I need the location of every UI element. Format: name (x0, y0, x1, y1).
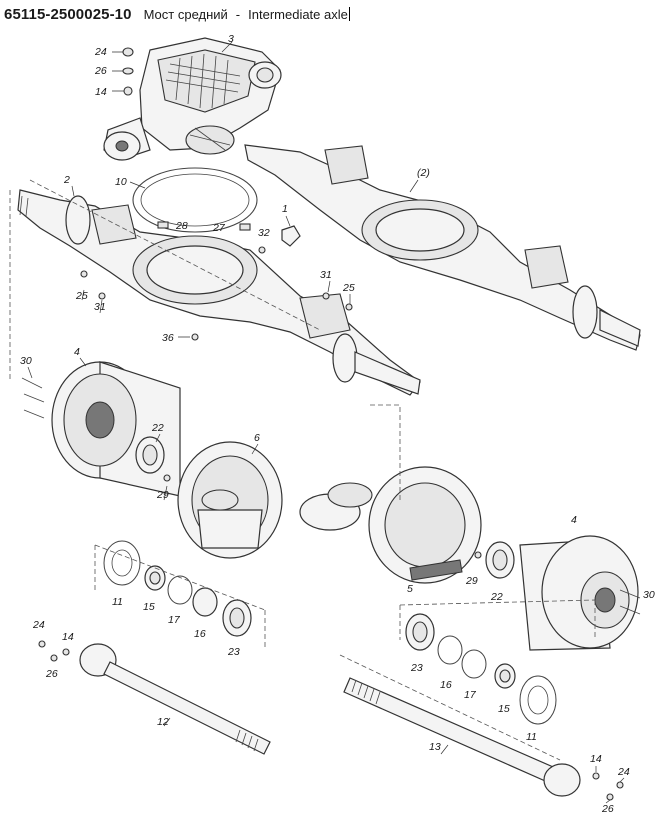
callout-31: 31 (320, 269, 332, 281)
callout-30-left: 30 (20, 355, 32, 367)
callout-17-left: 17 (168, 614, 181, 626)
bearing-22-left (135, 436, 165, 474)
callout-labels: 24 26 14 3 10 2 28 27 1 32 (2) 31 25 25 … (20, 33, 655, 815)
callout-27: 27 (212, 222, 226, 234)
callout-15-left: 15 (143, 601, 155, 613)
axle-housing-2-rear (244, 144, 641, 351)
callout-1: 1 (282, 203, 288, 215)
callout-12: 12 (157, 716, 169, 728)
brake-assembly-6 (163, 441, 283, 559)
callout-10: 10 (115, 176, 127, 188)
callout-14: 14 (95, 86, 107, 98)
callout-26-right: 26 (601, 803, 614, 815)
callout-36: 36 (162, 332, 174, 344)
callout-26-left: 26 (45, 668, 58, 680)
callout-16-left: 16 (194, 628, 206, 640)
callout-24-right: 24 (617, 766, 630, 778)
callout-30-right: 30 (643, 589, 655, 601)
callout-31-left: 31 (94, 301, 106, 313)
left-bearing-set (94, 540, 266, 650)
brake-assembly-5 (299, 466, 482, 584)
text-cursor (348, 7, 350, 21)
callout-17-right: 17 (464, 689, 477, 701)
callout-3: 3 (228, 33, 234, 45)
gasket-10 (129, 167, 258, 233)
fasteners-top (112, 41, 233, 96)
callout-14-left: 14 (62, 631, 74, 643)
callout-11-left: 11 (112, 596, 123, 608)
callout-leaders (27, 179, 625, 804)
callout-25: 25 (342, 282, 355, 294)
callout-22-left: 22 (151, 422, 164, 434)
callout-14-right: 14 (590, 753, 602, 765)
reduction-gear-3 (103, 37, 282, 161)
callout-25-left: 25 (75, 290, 88, 302)
axle-shaft-13 (343, 677, 624, 801)
callout-28: 28 (175, 220, 188, 232)
callout-24: 24 (94, 46, 107, 58)
title-en: Intermediate axle (248, 6, 348, 22)
axle-housing-2 (17, 189, 421, 396)
title-separator: - (235, 6, 241, 22)
callout-23-right: 23 (410, 662, 423, 674)
callout-2-rear: (2) (417, 167, 430, 179)
callout-24-left: 24 (32, 619, 45, 631)
bearing-22-right (474, 541, 515, 579)
callout-11-right: 11 (526, 731, 537, 743)
callout-13: 13 (429, 741, 441, 753)
callout-16-right: 16 (440, 679, 452, 691)
callout-6: 6 (254, 432, 260, 444)
pins-and-bracket (80, 221, 353, 341)
callout-15-right: 15 (498, 703, 510, 715)
callout-22-right: 22 (490, 591, 503, 603)
callout-5: 5 (407, 583, 413, 595)
callout-4-right: 4 (571, 514, 577, 526)
alignment-lines (9, 179, 561, 761)
part-number: 65115-2500025-10 (4, 5, 132, 23)
diagram-header: 65115-2500025-10 Мост средний - Intermed… (4, 4, 350, 24)
callout-29-left: 29 (156, 489, 169, 501)
title-ru: Мост средний (143, 6, 228, 22)
callout-23-left: 23 (227, 646, 240, 658)
right-bearing-set (399, 599, 596, 725)
hub-drum-4-right (519, 535, 641, 651)
callout-4-left: 4 (74, 346, 80, 358)
callout-26: 26 (94, 65, 107, 77)
callout-2: 2 (63, 174, 70, 186)
callout-32: 32 (258, 227, 270, 239)
axle-shaft-12 (38, 640, 271, 755)
callout-29-right: 29 (465, 575, 478, 587)
